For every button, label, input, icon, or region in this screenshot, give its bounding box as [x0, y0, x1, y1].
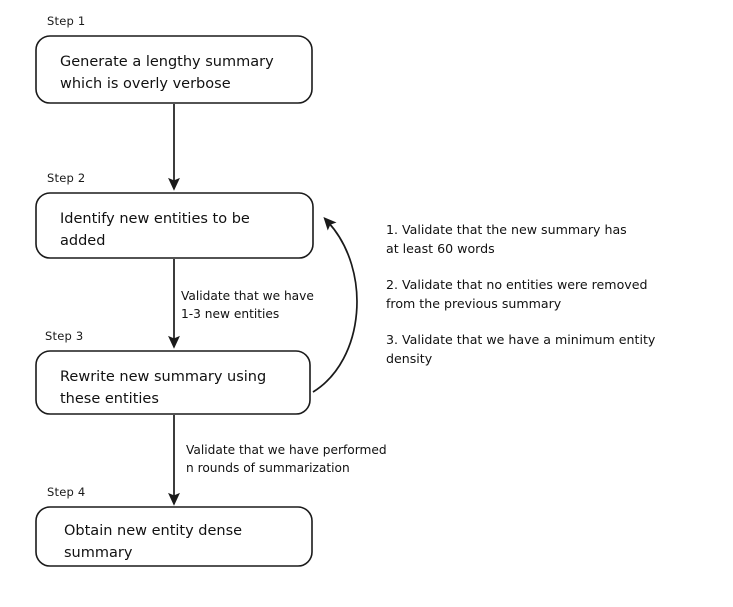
step-label-step3: Step 3 [45, 329, 84, 343]
step-label-step2: Step 2 [47, 171, 86, 185]
node-box-step2[interactable] [35, 192, 314, 259]
validation-item-1: 1. Validate that the new summary has at … [386, 222, 627, 256]
edge-step3-to-step2-feedback [312, 216, 358, 393]
edge-label-step3-to-step4: Validate that we have performed n rounds… [186, 443, 387, 476]
validation-item-3: 3. Validate that we have a minimum entit… [386, 332, 656, 366]
node-text-step2: Identify new entities to be added [60, 211, 250, 250]
edge-label-step2-to-step3: Validate that we have 1-3 new entities [181, 289, 314, 322]
step-label-step4: Step 4 [47, 485, 86, 499]
node-box-step4[interactable] [35, 506, 313, 567]
node-box-step1[interactable] [35, 35, 313, 104]
validation-item-2: 2. Validate that no entities were remove… [386, 277, 648, 311]
node-text-step1: Generate a lengthy summary which is over… [60, 54, 274, 93]
step-label-step1: Step 1 [47, 14, 86, 28]
node-text-step3: Rewrite new summary using these entities [60, 369, 267, 408]
node-text-step4: Obtain new entity dense summary [64, 523, 243, 562]
node-box-step3[interactable] [35, 350, 311, 415]
